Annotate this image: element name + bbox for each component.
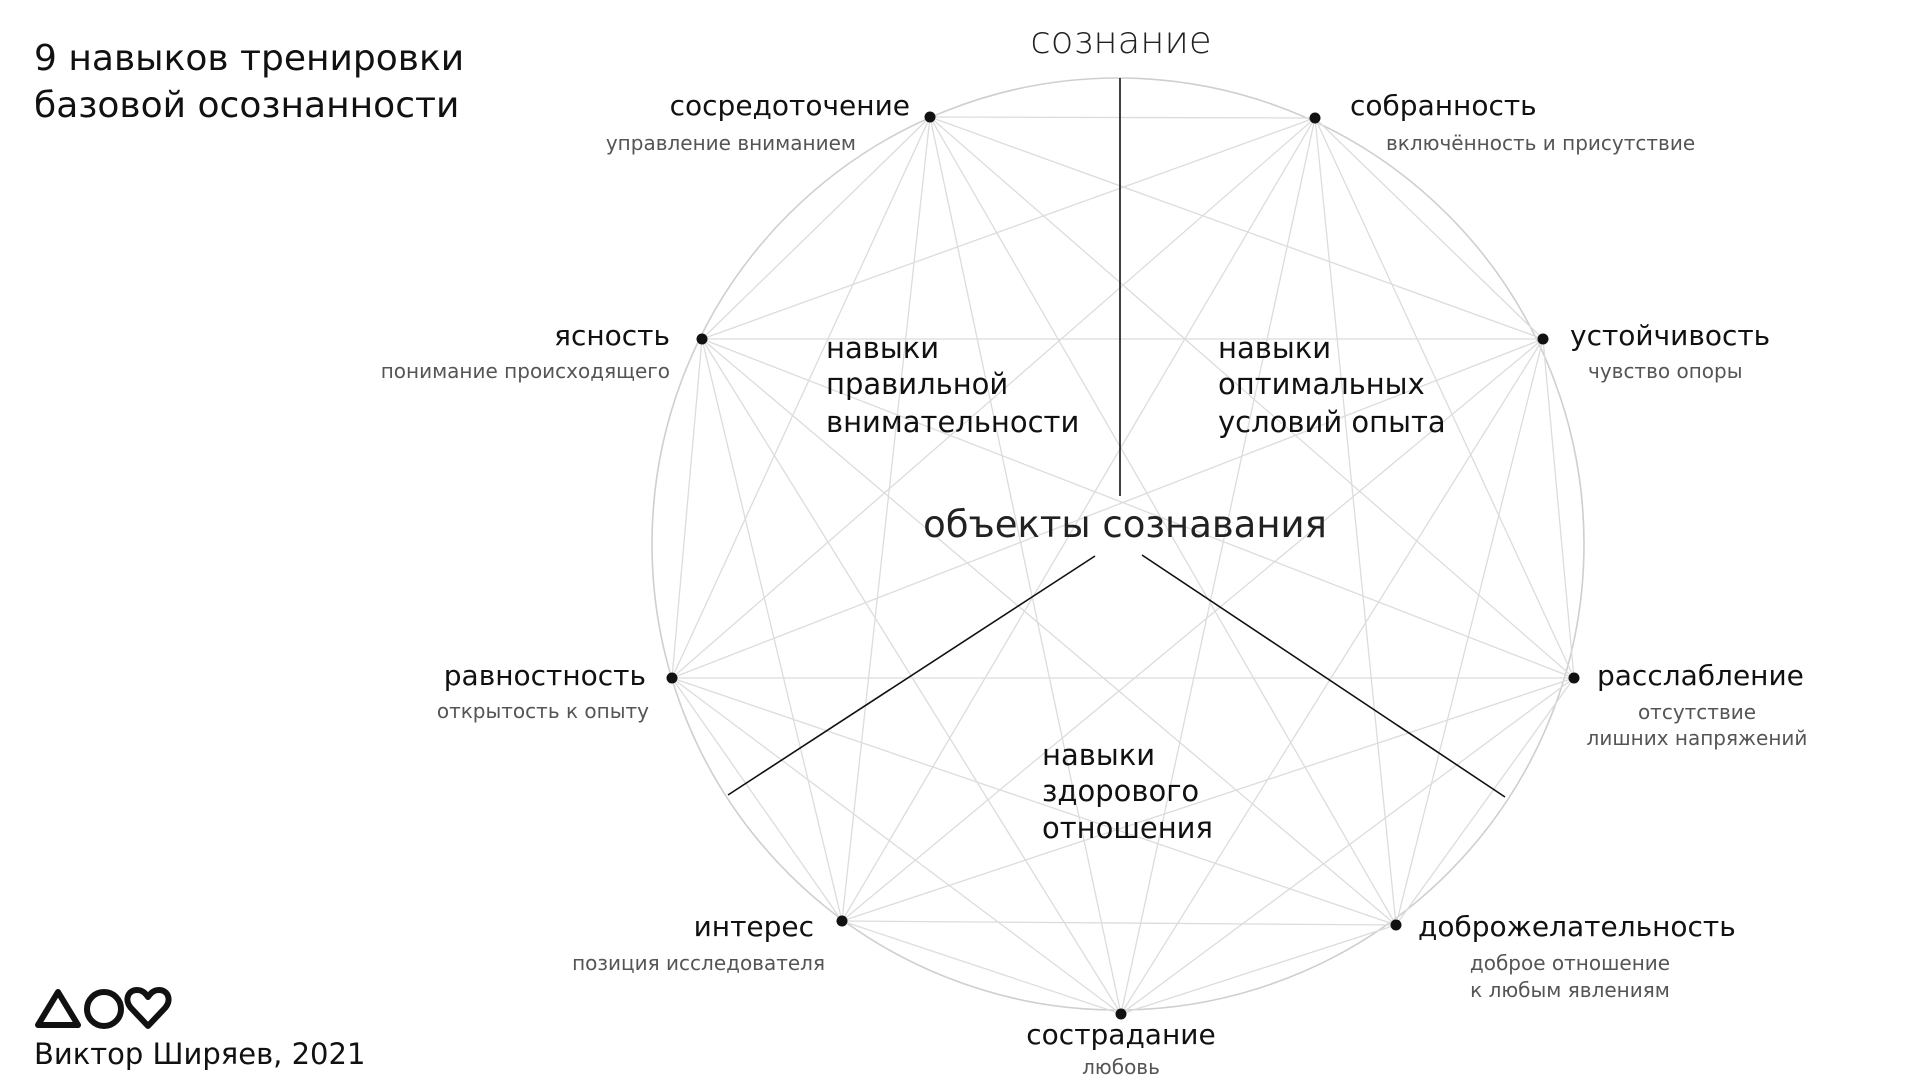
- group-relation-line-3: отношения: [1042, 811, 1213, 845]
- skill-desc-interes: позиция исследователя: [572, 951, 825, 975]
- skill-name-ravnostnost: равностность: [444, 659, 646, 692]
- skill-label-sosredotochenie: сосредоточение управление вниманием: [606, 89, 910, 155]
- skill-label-yasnost: ясность понимание происходящего: [381, 319, 670, 383]
- web-line: [1120, 117, 1316, 1015]
- web-line: [841, 338, 1544, 922]
- skill-label-rasslablenie: расслабление отсутствие лишних напряжени…: [1587, 659, 1808, 750]
- web-line: [671, 677, 843, 922]
- web-line: [929, 116, 1122, 1015]
- web-line: [841, 677, 1575, 922]
- node-dot-sobrannost: [1309, 112, 1321, 124]
- group-relation-line-1: навыки: [1042, 738, 1155, 772]
- skill-desc-sosredotochenie: управление вниманием: [606, 131, 856, 155]
- skill-name-sosredotochenie: сосредоточение: [670, 89, 910, 122]
- logo-circle-icon: [84, 989, 124, 1029]
- web-line: [671, 338, 1544, 679]
- web-line: [1314, 117, 1397, 926]
- node-dot-ravnostnost: [666, 672, 678, 684]
- skill-name-ustoychivost: устойчивость: [1570, 319, 1770, 352]
- skill-label-sostradanie: сострадание любовь: [1026, 1018, 1215, 1079]
- web-line: [1395, 338, 1544, 926]
- skill-desc-sobrannost: включённость и присутствие: [1386, 131, 1695, 155]
- node-dot-rasslablenie: [1568, 672, 1580, 684]
- web-line: [671, 338, 703, 679]
- author-credit: Виктор Ширяев, 2021: [34, 1037, 365, 1071]
- divider-left: [727, 555, 1096, 796]
- web-line: [1395, 677, 1575, 926]
- node-dot-ustoychivost: [1537, 333, 1549, 345]
- web-line: [671, 117, 1316, 679]
- skill-name-yasnost: ясность: [554, 319, 670, 352]
- web-line: [1542, 338, 1575, 679]
- web-line: [701, 338, 843, 922]
- web-line: [671, 116, 931, 679]
- skill-label-interes: интерес позиция исследователя: [572, 910, 825, 975]
- web-line: [841, 920, 1122, 1015]
- group-label-conditions: навыки оптимальных условий опыта: [1218, 331, 1446, 439]
- group-attention-line-2: правильной: [826, 367, 1008, 401]
- web-line: [671, 677, 1397, 926]
- skill-desc-yasnost: понимание происходящего: [381, 359, 670, 383]
- group-label-relation: навыки здорового отношения: [1042, 738, 1213, 845]
- web-line: [701, 338, 1122, 1015]
- skill-nodes: [666, 111, 1580, 1020]
- node-dot-sostradanie: [1115, 1008, 1127, 1020]
- skill-label-sobrannost: собранность включённость и присутствие: [1350, 89, 1695, 155]
- logo-heart-icon: [124, 987, 172, 1029]
- web-line: [1314, 117, 1544, 340]
- diagram-title: 9 навыков тренировки базовой осознанност…: [34, 38, 464, 126]
- skill-desc-dobrozhelatelnost-1: доброе отношение: [1470, 951, 1670, 975]
- skill-name-interes: интерес: [694, 910, 814, 943]
- skill-name-dobrozhelatelnost: доброжелательность: [1418, 910, 1736, 943]
- node-dot-interes: [836, 915, 848, 927]
- dom-logo: [35, 987, 172, 1029]
- web-line: [701, 117, 1316, 340]
- group-attention-line-1: навыки: [826, 331, 939, 365]
- skill-label-ustoychivost: устойчивость чувство опоры: [1570, 319, 1770, 383]
- skill-name-rasslablenie: расслабление: [1597, 659, 1804, 692]
- skill-desc-ustoychivost: чувство опоры: [1588, 359, 1743, 383]
- group-conditions-line-2: оптимальных: [1218, 367, 1425, 401]
- web-line: [929, 116, 1544, 340]
- node-dot-dobrozhelatelnost: [1390, 919, 1402, 931]
- web-line: [701, 338, 1575, 679]
- node-dot-yasnost: [696, 333, 708, 345]
- skill-desc-sostradanie: любовь: [1082, 1055, 1160, 1079]
- web-line: [1314, 117, 1575, 679]
- web-line: [701, 338, 1397, 926]
- skill-label-dobrozhelatelnost: доброжелательность доброе отношение к лю…: [1418, 910, 1736, 1002]
- skill-name-sostradanie: сострадание: [1026, 1018, 1215, 1051]
- group-label-attention: навыки правильной внимательности: [826, 331, 1079, 439]
- skill-desc-dobrozhelatelnost-2: к любым явлениям: [1470, 978, 1670, 1002]
- web-line: [929, 116, 1575, 679]
- group-relation-line-2: здорового: [1042, 774, 1199, 808]
- group-attention-line-3: внимательности: [826, 405, 1079, 439]
- title-line-1: 9 навыков тренировки: [34, 38, 464, 79]
- group-conditions-line-1: навыки: [1218, 331, 1331, 365]
- skill-label-ravnostnost: равностность открытость к опыту: [437, 659, 649, 723]
- axis-label-consciousness: сознание: [1030, 19, 1211, 62]
- web-line: [841, 116, 931, 922]
- web-line: [929, 116, 1397, 926]
- group-dividers: [727, 78, 1506, 798]
- web-line: [701, 116, 931, 340]
- skill-name-sobrannost: собранность: [1350, 89, 1537, 122]
- web-line: [671, 677, 1122, 1015]
- logo-triangle-icon: [35, 989, 81, 1028]
- web-line: [929, 116, 1316, 119]
- group-conditions-line-3: условий опыта: [1218, 405, 1446, 439]
- node-dot-sosredotochenie: [924, 111, 936, 123]
- skill-desc-rasslablenie-1: отсутствие: [1638, 700, 1756, 724]
- skill-desc-ravnostnost: открытость к опыту: [437, 699, 649, 723]
- web-line: [841, 920, 1397, 926]
- web-line: [1120, 677, 1575, 1015]
- connection-web: [671, 116, 1575, 1015]
- skill-desc-rasslablenie-2: лишних напряжений: [1587, 726, 1808, 750]
- web-line: [1120, 924, 1397, 1015]
- title-line-2: базовой осознанности: [34, 85, 459, 126]
- web-line: [1120, 338, 1544, 1015]
- divider-right: [1141, 554, 1506, 798]
- center-label-objects: объекты сознавания: [923, 503, 1327, 546]
